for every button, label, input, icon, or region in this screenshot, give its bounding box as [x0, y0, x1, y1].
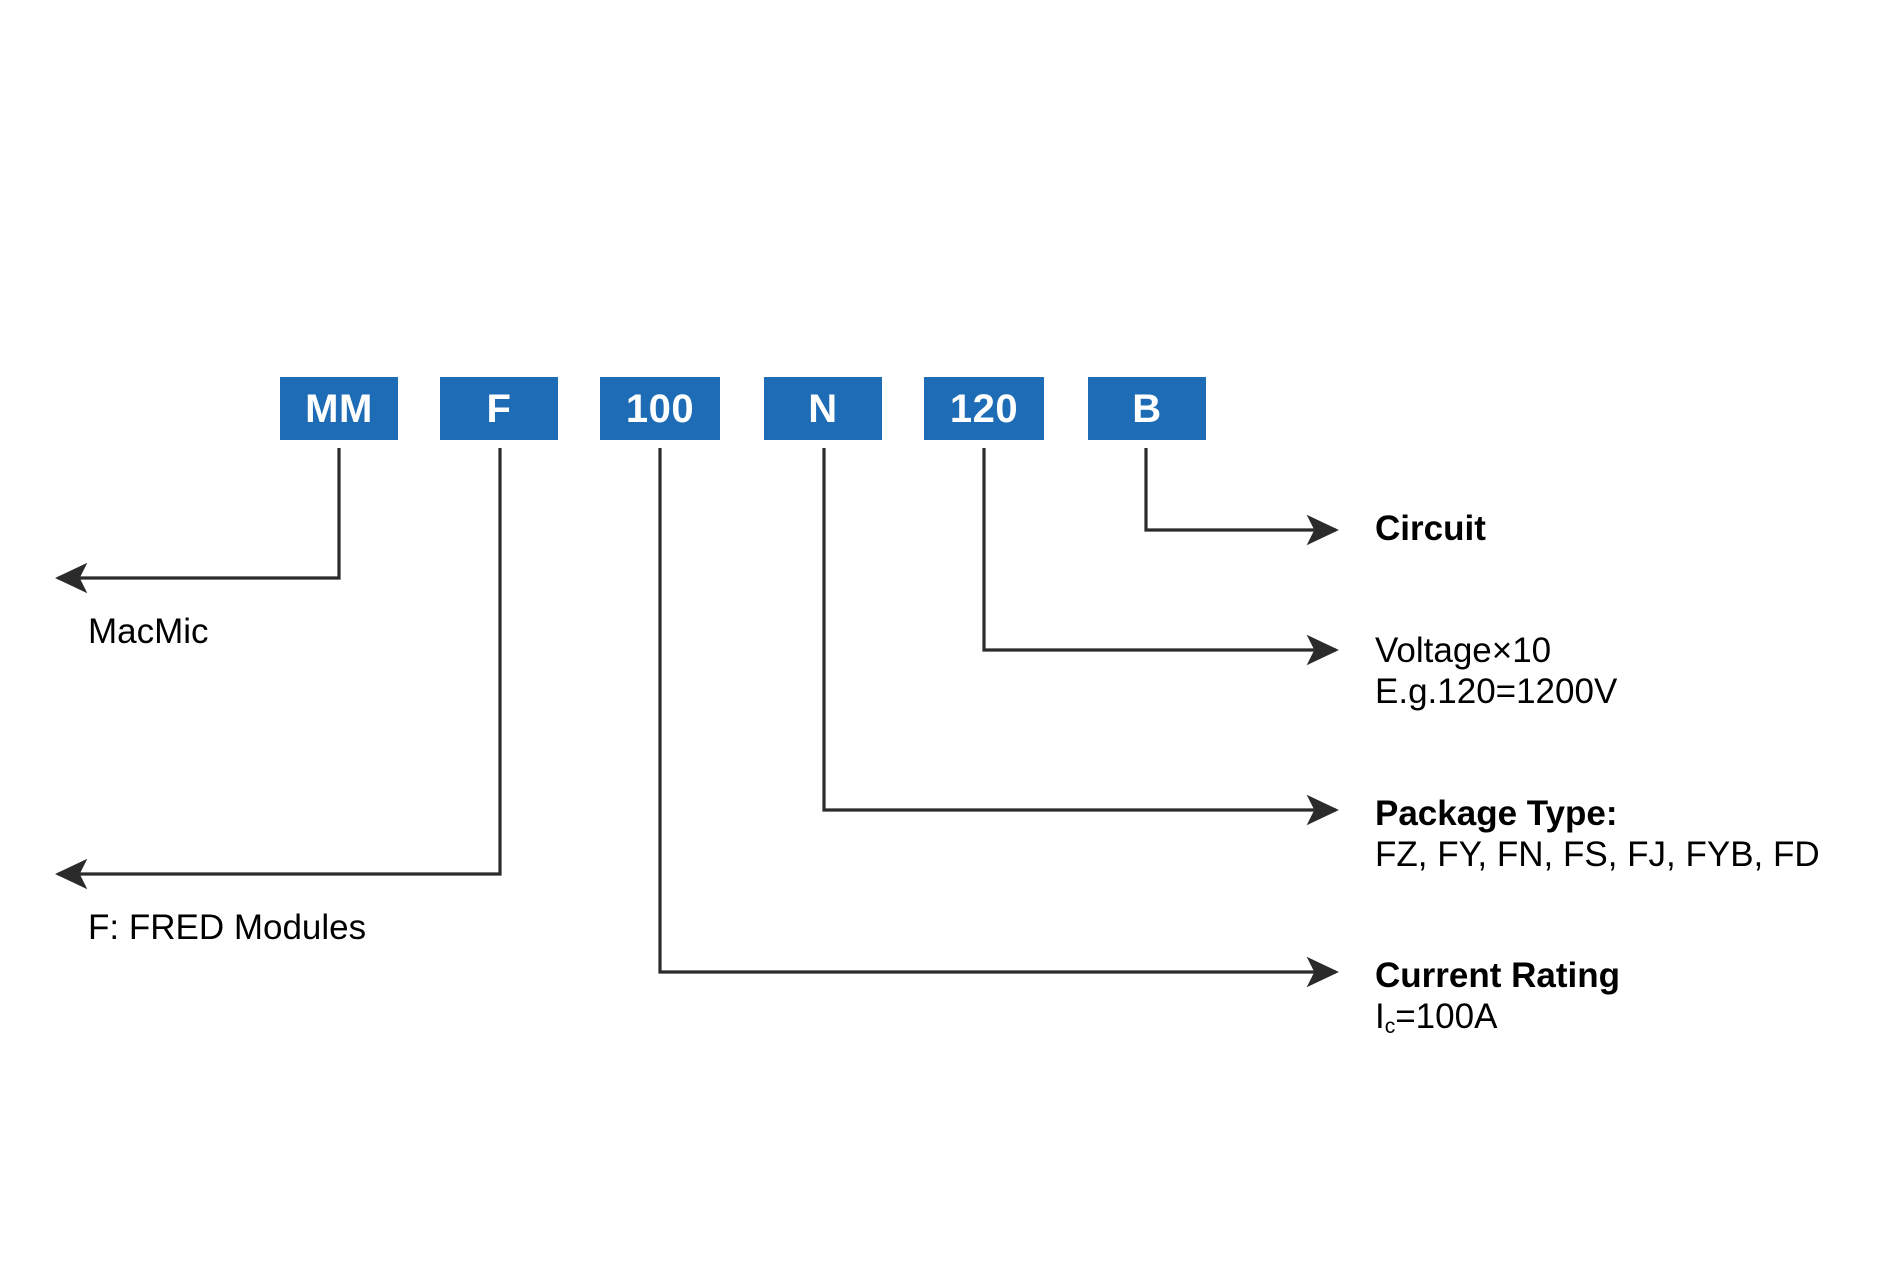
callout-current-rating: Current Rating Ic=100A	[1375, 955, 1620, 1038]
code-box-mm[interactable]: MM	[280, 377, 398, 440]
code-box-100[interactable]: 100	[600, 377, 720, 440]
callout-fred-modules-text: F: FRED Modules	[88, 908, 367, 947]
callout-circuit: Circuit	[1375, 508, 1486, 549]
code-box-f[interactable]: F	[440, 377, 558, 440]
code-box-120[interactable]: 120	[924, 377, 1044, 440]
connector-f-fred	[55, 448, 502, 890]
connector-100-current-rating	[658, 448, 1339, 988]
code-box-label: 100	[625, 386, 695, 431]
connector-n-package-type	[822, 448, 1339, 826]
callout-macmic-text: MacMic	[88, 612, 209, 651]
callout-package-type-sub: FZ, FY, FN, FS, FJ, FYB, FD	[1375, 835, 1820, 875]
connector-120-voltage	[982, 448, 1339, 666]
current-symbol: I	[1375, 997, 1385, 1037]
callout-current-rating-heading: Current Rating	[1375, 956, 1620, 995]
connector-mm-macmic	[55, 448, 341, 594]
current-value: =100A	[1395, 997, 1498, 1037]
callout-voltage: Voltage×10 E.g.120=1200V	[1375, 630, 1617, 713]
code-box-label: F	[486, 386, 512, 431]
callout-package-type-heading: Package Type:	[1375, 794, 1618, 833]
code-box-label: B	[1132, 386, 1162, 431]
callout-macmic: MacMic	[88, 612, 209, 652]
callout-voltage-heading: Voltage×10	[1375, 631, 1552, 670]
code-box-label: N	[808, 386, 838, 431]
code-box-n[interactable]: N	[764, 377, 882, 440]
callout-circuit-heading: Circuit	[1375, 509, 1486, 548]
connector-b-circuit	[1144, 448, 1339, 546]
code-box-label: 120	[949, 386, 1019, 431]
callout-voltage-sub: E.g.120=1200V	[1375, 672, 1618, 712]
current-symbol-subscript: c	[1384, 1014, 1396, 1038]
code-box-b[interactable]: B	[1088, 377, 1206, 440]
callout-current-rating-sub: Ic=100A	[1375, 996, 1620, 1038]
code-box-label: MM	[305, 386, 373, 431]
callout-package-type: Package Type: FZ, FY, FN, FS, FJ, FYB, F…	[1375, 793, 1820, 876]
callout-fred-modules: F: FRED Modules	[88, 908, 366, 948]
